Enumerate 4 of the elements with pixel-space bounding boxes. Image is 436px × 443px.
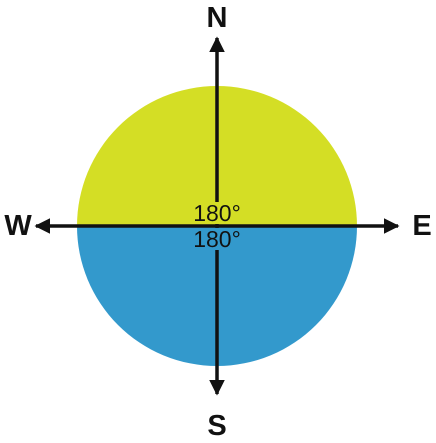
compass-letter: W xyxy=(4,211,32,241)
compass-letter: N xyxy=(206,3,228,33)
compass-letter: E xyxy=(412,211,432,241)
compass-letter: S xyxy=(207,411,227,441)
